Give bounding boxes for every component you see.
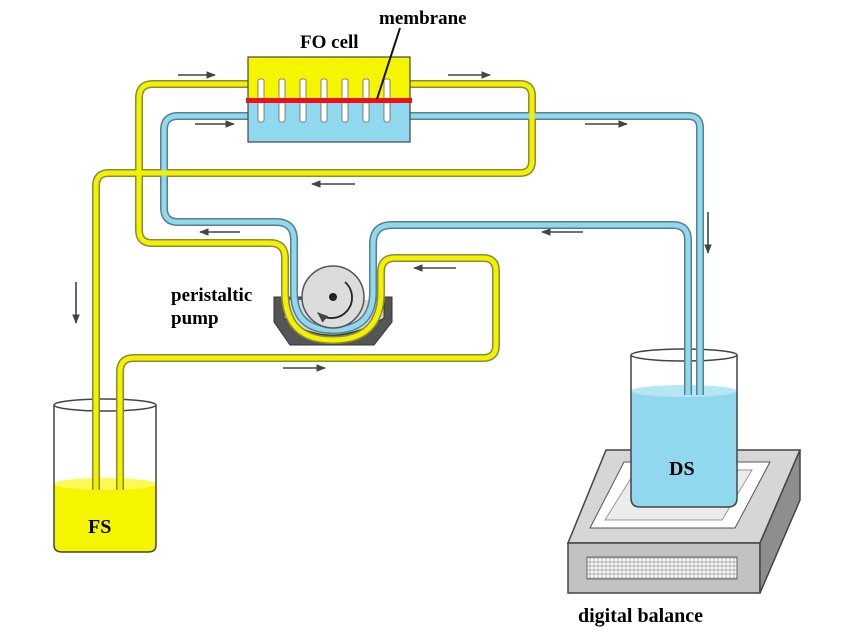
flow-arrows xyxy=(72,71,712,372)
balance-display xyxy=(586,556,738,580)
ds-label: DS xyxy=(669,458,695,480)
rotation-arrow-icon xyxy=(317,281,353,323)
membrane-label: membrane xyxy=(379,8,467,29)
fs-beaker xyxy=(53,398,157,553)
pump-label-line2: pump xyxy=(171,308,219,329)
fs-label: FS xyxy=(88,516,111,538)
pump-rotor xyxy=(301,265,365,329)
membrane-pointer xyxy=(376,27,401,100)
membrane-layer xyxy=(246,98,412,103)
pump-label-line1: peristaltic xyxy=(171,285,252,306)
balance-label: digital balance xyxy=(578,605,703,627)
tube-fills xyxy=(93,81,703,490)
fo-cell-label: FO cell xyxy=(300,32,359,53)
